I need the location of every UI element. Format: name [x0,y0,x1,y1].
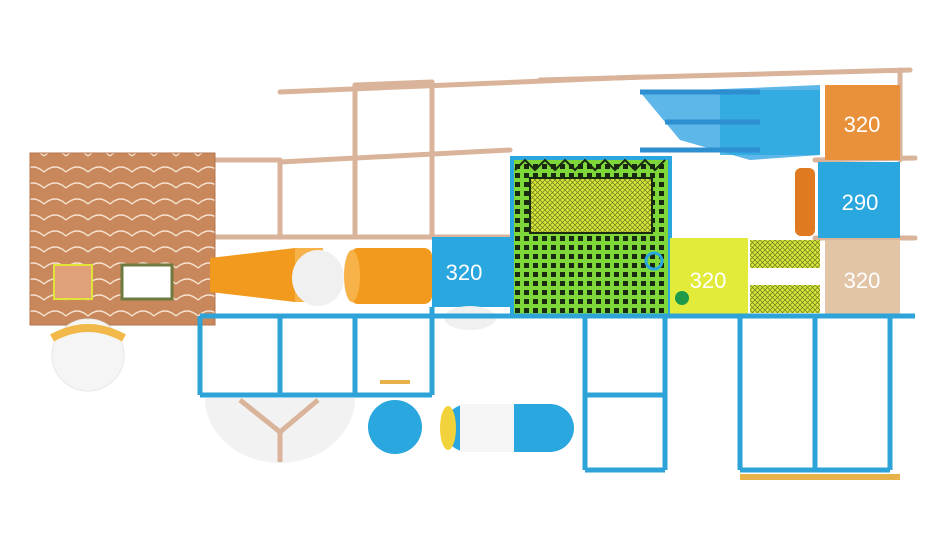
platform-blue-right-label: 290 [842,190,879,215]
step-bar-small [380,380,410,384]
bubble-panel [205,398,355,463]
mesh-bridge [750,240,820,313]
platform-orange-top: 320 [825,85,900,160]
bubble-dome [50,318,126,392]
platform-beige-label: 320 [844,268,881,293]
platform-blue-left-label: 320 [446,260,483,285]
platform-blue-left: 320 [432,237,512,330]
platform-yellow: 320 [644,238,748,316]
playhouse-window-right [120,263,174,301]
platform-yellow-label: 320 [690,268,727,293]
net-climb [510,156,672,318]
step-bar [740,474,900,480]
lower-frame [197,307,915,473]
blue-ball [368,400,422,454]
capsule [440,404,574,452]
wave-slides [640,85,820,160]
playhouse [29,152,216,326]
platform-blue-right: 290 [795,162,900,238]
crawl-tube [210,248,432,306]
platform-orange-top-label: 320 [844,112,881,137]
platform-beige: 320 [825,240,900,316]
playhouse-window-left [53,264,93,300]
